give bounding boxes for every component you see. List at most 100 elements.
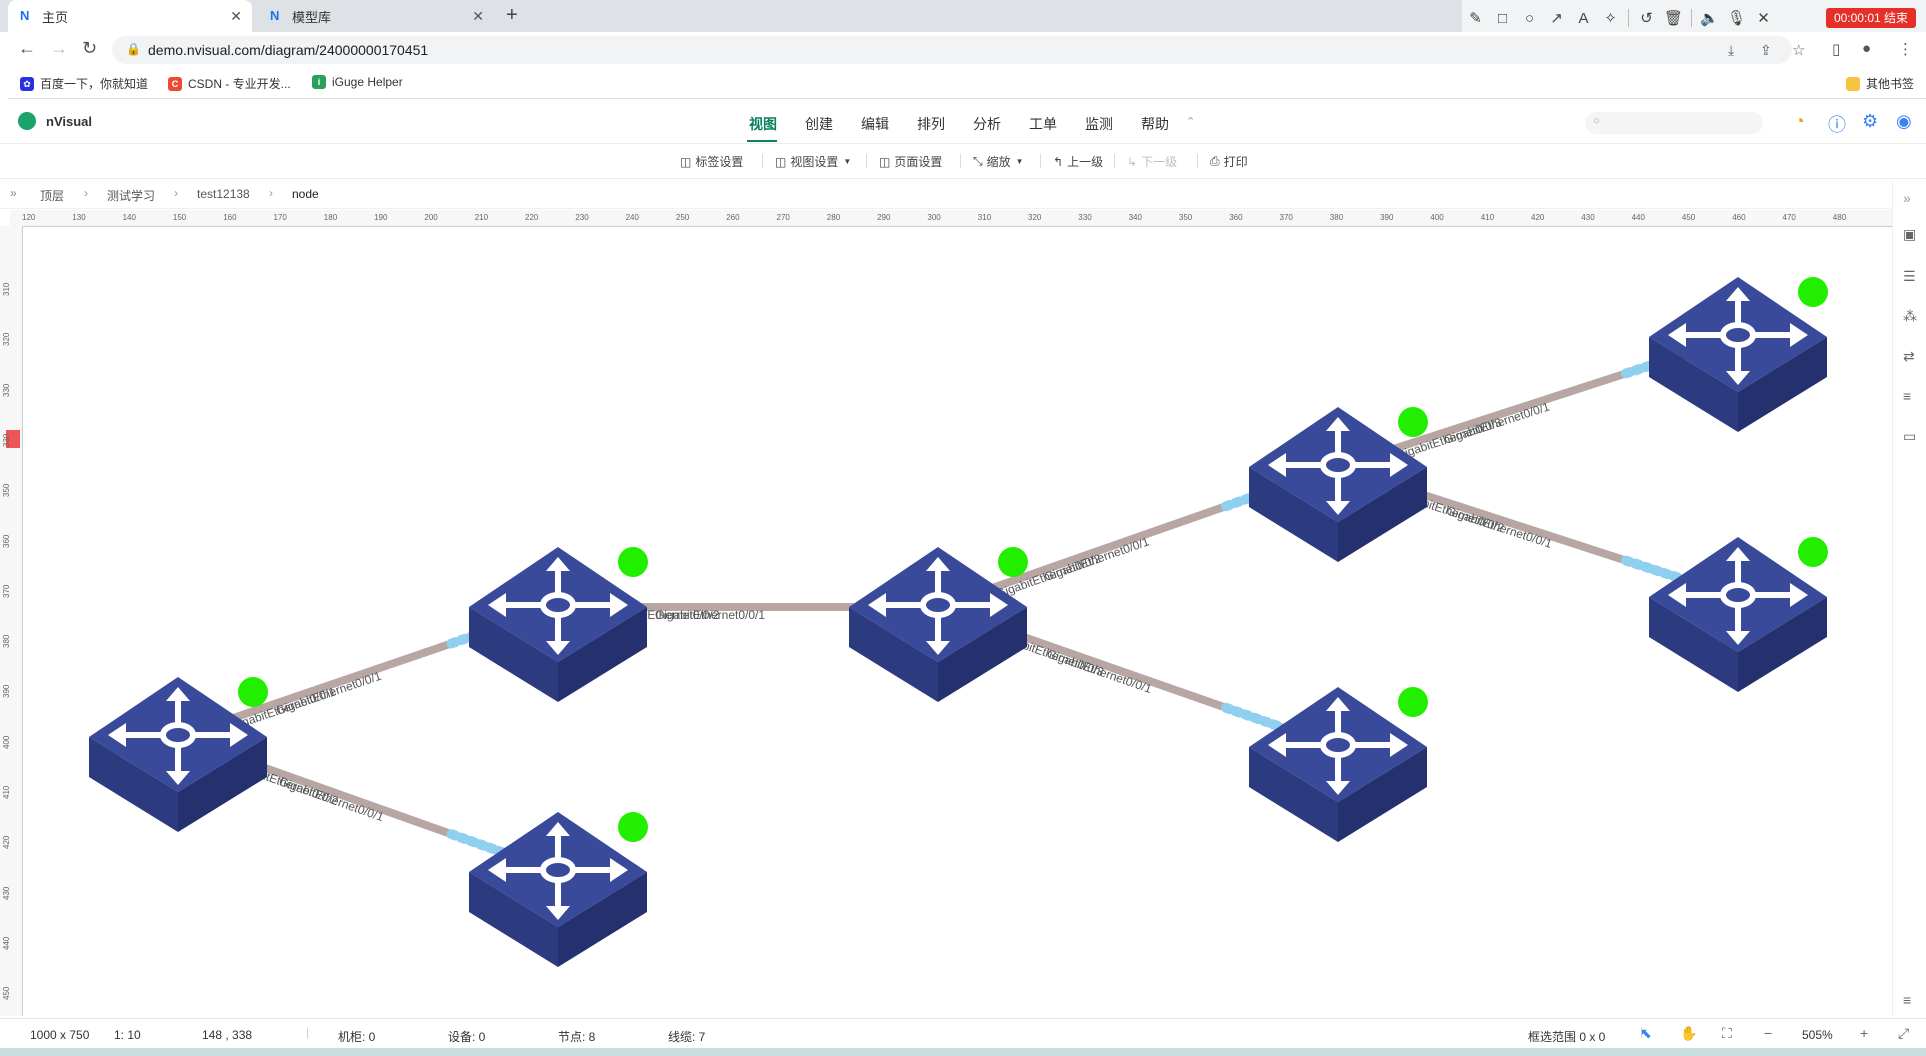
switch-top — [1249, 687, 1427, 802]
nvisual-logo-icon — [18, 112, 36, 130]
view-settings-button[interactable]: ◫视图设置▼ — [775, 153, 851, 170]
label: 上一级 — [1067, 155, 1104, 169]
user-icon[interactable]: ◉ — [1896, 111, 1912, 131]
breadcrumb-item[interactable]: node — [292, 187, 319, 201]
trash-icon[interactable]: 🗑 — [1663, 10, 1684, 27]
layers-icon[interactable]: ≡ — [1903, 388, 1912, 404]
switch-top — [1249, 407, 1427, 522]
switch-top — [469, 547, 647, 662]
omnibox[interactable]: 🔒 demo.nvisual.com/diagram/2400000017045… — [112, 36, 1805, 64]
pointer-icon[interactable]: ⬉ — [1640, 1025, 1652, 1041]
url-text[interactable]: demo.nvisual.com/diagram/24000000170451 — [148, 42, 429, 58]
network-switch[interactable] — [849, 547, 1028, 702]
menu-icon[interactable]: ≡ — [1903, 992, 1912, 1008]
rectangle-icon[interactable]: □ — [1497, 9, 1508, 27]
more-icon[interactable]: ⋮ — [1898, 41, 1913, 58]
pencil-icon[interactable]: ✎ — [1469, 10, 1482, 27]
hand-icon[interactable]: ✋ — [1680, 1025, 1698, 1041]
zoom-out-icon[interactable]: − — [1764, 1025, 1773, 1041]
text-icon[interactable]: A — [1578, 9, 1589, 27]
info-icon[interactable]: ⓘ — [1828, 115, 1846, 135]
gear-icon[interactable]: ⚙ — [1862, 111, 1879, 131]
fit-screen-icon[interactable]: ⛶ — [1722, 1025, 1732, 1041]
network-topology-diagram[interactable]: GigabitEthernet0/0/1GigabitEthernet0/0/1… — [23, 227, 1891, 1017]
circle-icon[interactable]: ○ — [1524, 9, 1535, 27]
expand-left-icon[interactable]: » — [10, 186, 17, 200]
swap-icon[interactable]: ⇄ — [1903, 348, 1915, 364]
list-icon[interactable]: ☰ — [1903, 268, 1916, 284]
lock-icon[interactable]: 🔒 — [126, 42, 141, 56]
network-switch[interactable] — [1249, 407, 1428, 562]
bookmark-iguge[interactable]: i iGuge Helper — [312, 75, 403, 89]
stop-recording-button[interactable]: 00:00:01 结束 — [1825, 8, 1916, 28]
parent-level-button[interactable]: ↰上一级 — [1053, 153, 1103, 170]
share-icon[interactable]: ⇪ — [1760, 42, 1772, 58]
menu-arrange[interactable]: 排列 — [917, 116, 945, 132]
star-icon[interactable]: ☆ — [1792, 42, 1806, 59]
new-tab-button[interactable]: + — [506, 4, 518, 26]
bookmarks-bar: ✿ 百度一下，你就知道 C CSDN - 专业开发... i iGuge Hel… — [0, 68, 1926, 99]
close-icon[interactable]: ✕ — [1757, 10, 1770, 27]
microphone-icon[interactable]: 🎙 — [1726, 10, 1747, 27]
breadcrumb-item[interactable]: 测试学习 — [107, 189, 156, 203]
image-icon[interactable]: ▣ — [1903, 226, 1917, 242]
network-switch[interactable] — [89, 677, 268, 832]
network-switch[interactable] — [1249, 687, 1428, 842]
breadcrumb-item[interactable]: test12138 — [197, 187, 250, 201]
back-icon[interactable]: ← — [18, 38, 36, 58]
app-logo[interactable]: nVisual — [18, 112, 92, 130]
network-switch[interactable] — [469, 812, 648, 967]
node-count: 节点: 8 — [558, 1030, 596, 1044]
menu-workorder[interactable]: 工单 — [1029, 116, 1057, 132]
monitor-icon[interactable]: ▭ — [1903, 428, 1917, 444]
close-icon[interactable]: ✕ — [472, 7, 484, 24]
zoom-in-icon[interactable]: + — [1860, 1025, 1869, 1041]
bookmark-baidu[interactable]: ✿ 百度一下，你就知道 — [20, 75, 148, 92]
page-size: 1000 x 750 — [30, 1028, 90, 1042]
expand-right-icon[interactable]: » — [1903, 190, 1911, 206]
speaker-icon[interactable]: 🔈 — [1700, 10, 1719, 27]
menu-edit[interactable]: 编辑 — [861, 116, 889, 132]
status-indicator — [618, 812, 648, 842]
forward-icon[interactable]: → — [50, 38, 68, 58]
magic-wand-icon[interactable]: ✧ — [1604, 10, 1617, 27]
clock-icon[interactable]: ◔ — [1794, 111, 1805, 131]
collapse-icon[interactable]: ⌃ — [1186, 116, 1196, 128]
page-settings-button[interactable]: ◫页面设置 — [879, 153, 942, 170]
bookmark-csdn[interactable]: C CSDN - 专业开发... — [168, 75, 291, 92]
close-icon[interactable]: ✕ — [230, 7, 242, 24]
reload-icon[interactable]: ↻ — [82, 38, 98, 58]
menu-create[interactable]: 创建 — [805, 116, 833, 132]
level-up-icon: ↰ — [1053, 154, 1064, 169]
install-icon[interactable]: ⤓ — [1728, 42, 1735, 58]
breadcrumb-item[interactable]: 顶层 — [40, 189, 65, 203]
folder-icon — [1846, 76, 1860, 91]
bookmark-label: CSDN - 专业开发... — [188, 77, 291, 91]
label-settings-button[interactable]: ◫标签设置 — [680, 153, 743, 170]
label: 打印 — [1223, 155, 1248, 169]
tab-home[interactable]: N 主页 ✕ — [8, 0, 252, 32]
menu-view[interactable]: 视图 — [749, 116, 777, 132]
fullscreen-icon[interactable]: ⤢ — [1898, 1025, 1910, 1041]
side-panel-icon[interactable]: ▯ — [1832, 41, 1841, 58]
other-bookmarks[interactable]: 其他书签 — [1846, 75, 1914, 92]
child-level-button[interactable]: ↳下一级 — [1127, 153, 1177, 170]
topology-icon[interactable]: ⁂ — [1903, 308, 1917, 324]
menu-help[interactable]: 帮助 — [1141, 116, 1169, 132]
menu-analyze[interactable]: 分析 — [973, 116, 1001, 132]
search-input[interactable]: ○ — [1585, 112, 1763, 134]
tab-model-library[interactable]: N 模型库 ✕ — [258, 0, 494, 32]
undo-icon[interactable]: ↺ — [1640, 10, 1653, 27]
network-switch[interactable] — [469, 547, 648, 702]
network-switch[interactable] — [1649, 537, 1828, 692]
profile-icon[interactable]: ● — [1862, 40, 1872, 57]
network-switch[interactable] — [1649, 277, 1828, 432]
ruler-tick: 340 — [1128, 213, 1142, 222]
print-button[interactable]: ⎙打印 — [1210, 153, 1248, 170]
menu-monitor[interactable]: 监测 — [1085, 116, 1113, 132]
zoom-button[interactable]: ⤡缩放▼ — [973, 153, 1024, 170]
arrow-icon[interactable]: ↗ — [1550, 10, 1563, 27]
